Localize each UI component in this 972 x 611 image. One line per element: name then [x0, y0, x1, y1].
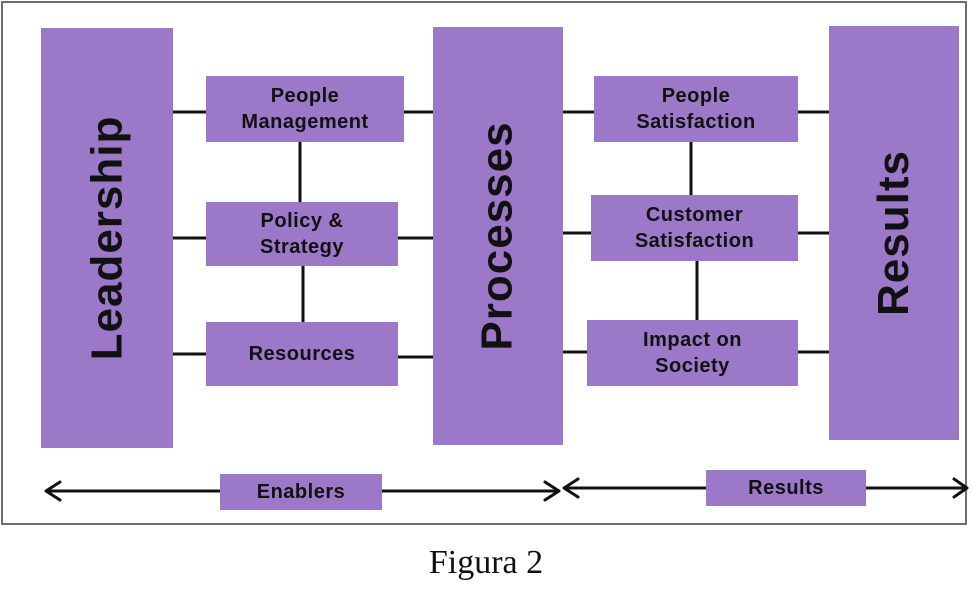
leadership-pillar: Leadership [41, 28, 173, 448]
people-management-box: People Management [206, 76, 404, 142]
results-pillar: Results [829, 26, 959, 440]
results-label: Results [869, 150, 919, 316]
policy-strategy-box: Policy & Strategy [206, 202, 398, 266]
processes-label: Processes [473, 121, 523, 351]
processes-pillar: Processes [433, 27, 563, 445]
enablers-label: Enablers [220, 474, 382, 510]
resources-box: Resources [206, 322, 398, 386]
leadership-label: Leadership [82, 115, 131, 361]
impact-on-society-box: Impact on Society [587, 320, 798, 386]
customer-satisfaction-box: Customer Satisfaction [591, 195, 798, 261]
figure-caption: Figura 2 [428, 544, 544, 581]
people-satisfaction-box: People Satisfaction [594, 76, 798, 142]
results-bottom-label: Results [706, 470, 866, 506]
